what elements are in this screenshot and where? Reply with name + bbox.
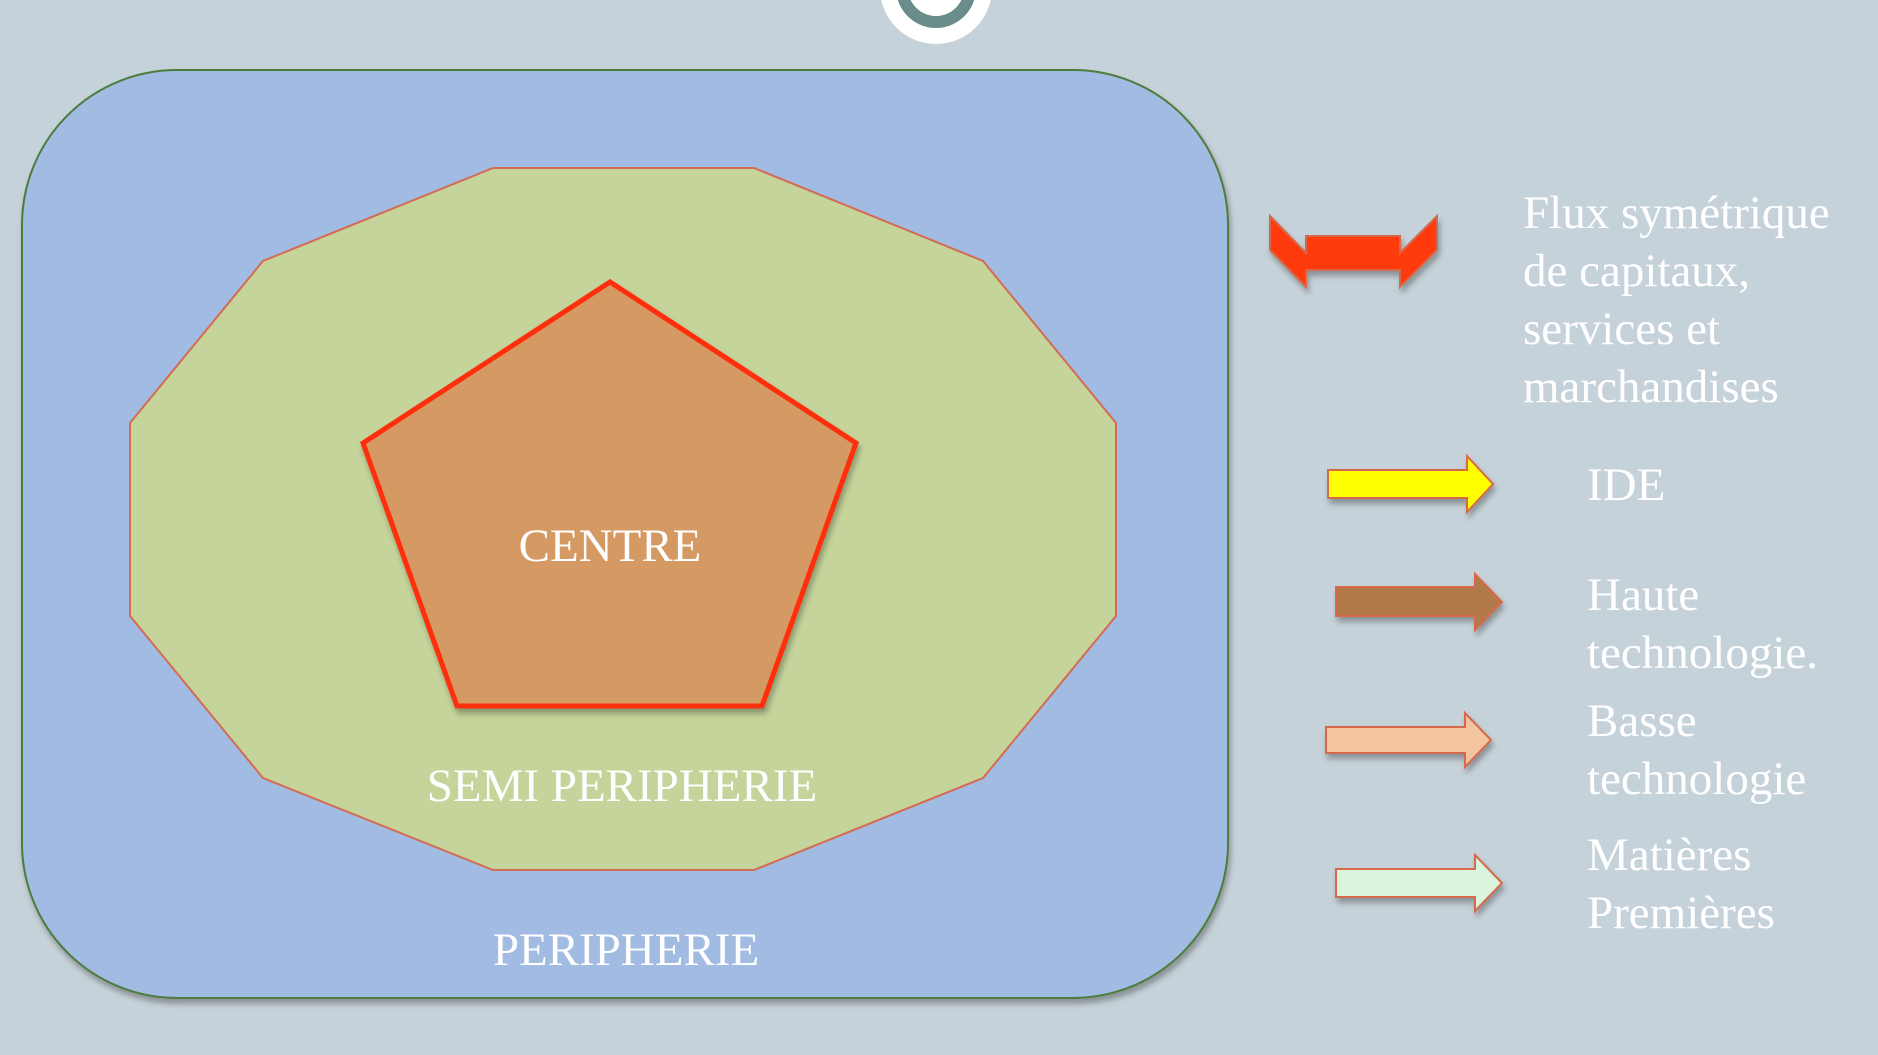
semi-periphery-label: SEMI PERIPHERIE [427, 760, 817, 812]
center-zone [359, 279, 860, 709]
right-arrow-icon [1335, 571, 1504, 633]
center-label: CENTRE [519, 520, 702, 572]
periphery-label: PERIPHERIE [493, 924, 759, 976]
legend-label-basse-technologie: Basse technologie [1587, 695, 1807, 805]
double-headed-arrow-icon [1269, 213, 1438, 290]
right-arrow-icon [1325, 710, 1493, 770]
legend-label-matieres-premieres: Matières Premières [1587, 829, 1775, 939]
legend-label-flux: Flux symétrique de capitaux, services et… [1523, 187, 1830, 413]
decorative-circle-icon [881, 0, 991, 44]
legend-label-haute-technologie: Haute technologie. [1587, 569, 1819, 679]
legend-label-ide: IDE [1587, 459, 1666, 511]
right-arrow-icon [1335, 852, 1504, 914]
right-arrow-icon [1327, 453, 1495, 515]
